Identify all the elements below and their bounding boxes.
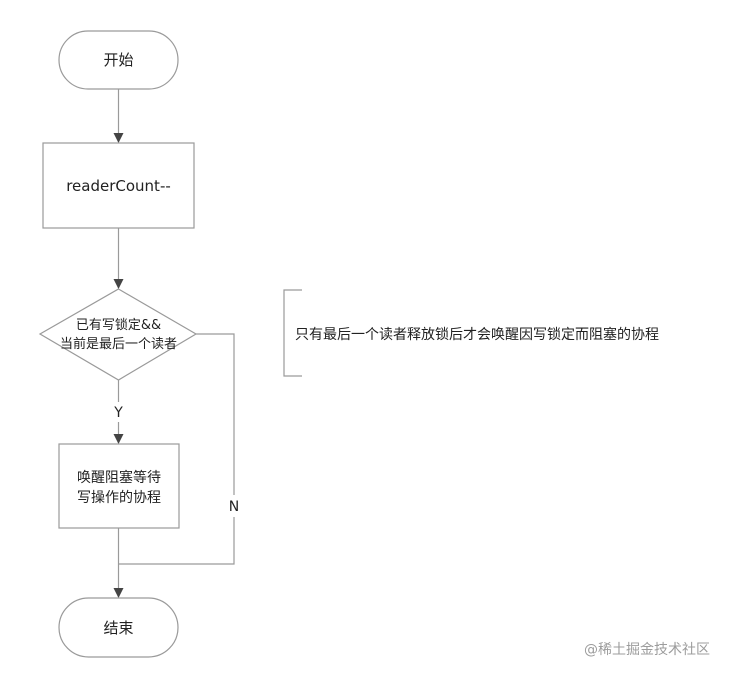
process-node-reader-count: readerCount-- [42, 142, 195, 229]
start-label: 开始 [103, 51, 133, 69]
arrow-decision-no [119, 333, 235, 565]
annotation-bracket [283, 289, 302, 377]
no-label: N [229, 499, 239, 515]
decision-label-line1: 已有写锁定&& [76, 317, 161, 333]
process-node-wake: 唤醒阻塞等待 写操作的协程 [58, 443, 180, 529]
decision-node: 已有写锁定&& 当前是最后一个读者 [38, 288, 198, 381]
process-label: readerCount-- [66, 177, 171, 195]
end-label: 结束 [103, 619, 133, 637]
yes-label: Y [113, 405, 123, 421]
start-node: 开始 [58, 30, 179, 90]
wake-label-line2: 写操作的协程 [77, 490, 161, 506]
watermark-text: @稀土掘金技术社区 [584, 642, 710, 658]
decision-label-line2: 当前是最后一个读者 [60, 336, 177, 352]
wake-label-line1: 唤醒阻塞等待 [77, 469, 161, 486]
annotation-text: 只有最后一个读者释放锁后才会唤醒因写锁定而阻塞的协程 [295, 326, 659, 343]
annotation: 只有最后一个读者释放锁后才会唤醒因写锁定而阻塞的协程 [283, 289, 659, 377]
end-node: 结束 [58, 597, 179, 658]
